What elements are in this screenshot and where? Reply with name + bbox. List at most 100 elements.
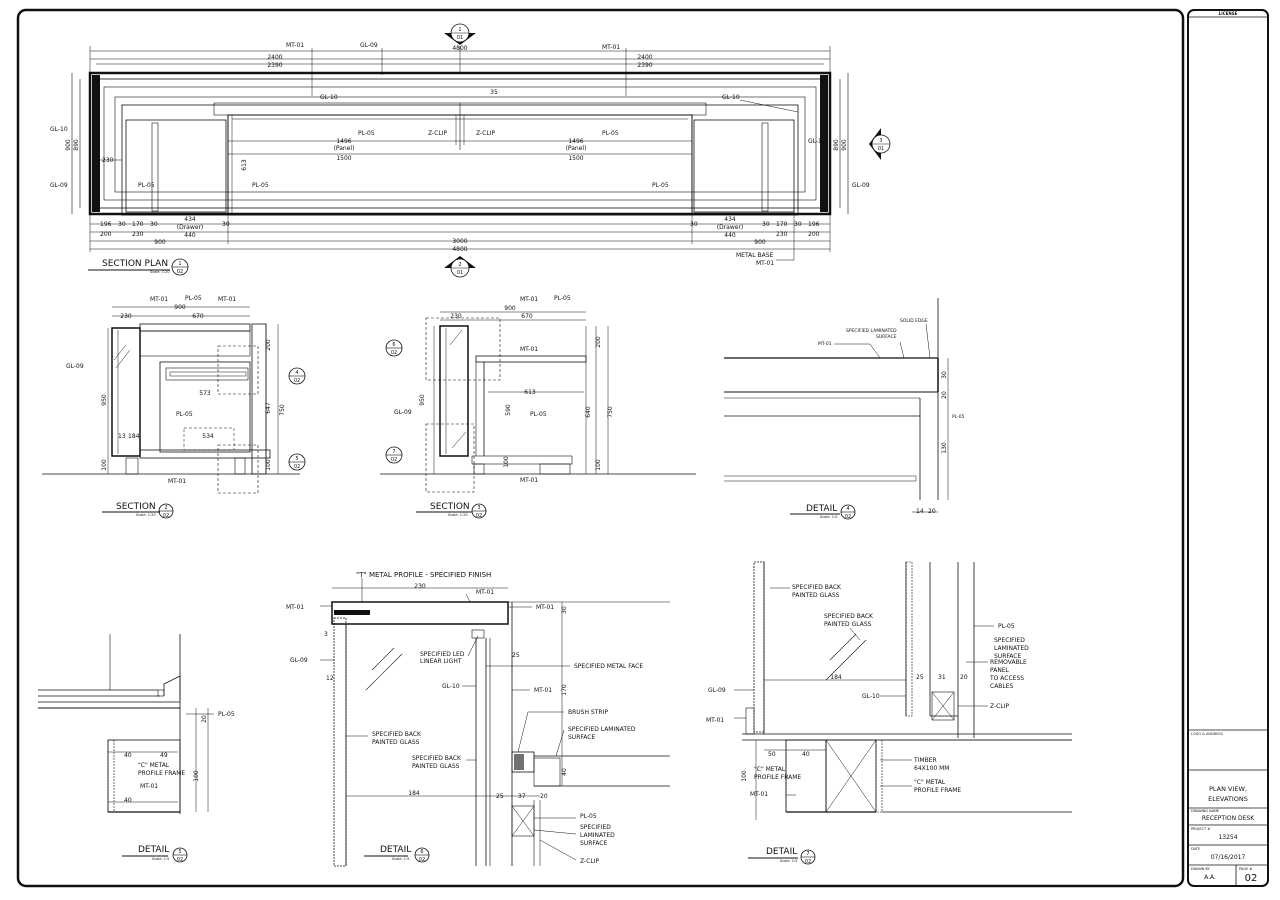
- svg-text:900: 900: [504, 305, 516, 312]
- plan-dim: 170: [776, 221, 788, 228]
- svg-text:900: 900: [174, 304, 186, 311]
- svg-text:20: 20: [960, 674, 968, 681]
- plan-dim: 4800: [452, 45, 467, 52]
- detail-callout-6[interactable]: 6 02: [385, 339, 403, 357]
- section-3-ref-circle: 3 02: [471, 503, 487, 519]
- plan-dim: (Drawer): [177, 224, 204, 231]
- svg-text:4: 4: [295, 370, 298, 376]
- svg-text:670: 670: [521, 313, 533, 320]
- svg-text:02: 02: [845, 514, 851, 520]
- section-callout-bottom[interactable]: 2 01: [444, 256, 476, 278]
- svg-text:SOLID EDGE: SOLID EDGE: [900, 318, 928, 324]
- svg-text:5: 5: [295, 456, 298, 462]
- svg-text:130: 130: [941, 442, 948, 454]
- sheet-title-line2: ELEVATIONS: [1208, 795, 1248, 803]
- svg-text:BRUSH STRIP: BRUSH STRIP: [568, 709, 608, 716]
- plan-tag: GL-10: [50, 126, 68, 133]
- detail-callout-5[interactable]: 5 02: [288, 453, 306, 471]
- plan-dim: 30: [762, 221, 770, 228]
- section-callout-top[interactable]: 1 01: [444, 23, 476, 45]
- section-2-labels: MT-01 PL-05 MT-01 900 230 670 GL-09 573 …: [66, 295, 306, 519]
- plan-dim: 890: [833, 139, 840, 151]
- svg-text:640: 640: [585, 406, 592, 418]
- svg-text:40: 40: [124, 752, 132, 759]
- sheet-title-line1: PLAN VIEW,: [1209, 785, 1247, 793]
- svg-text:MT-01: MT-01: [750, 791, 768, 798]
- svg-text:02: 02: [177, 269, 183, 275]
- plan-dim: 200: [808, 231, 820, 238]
- plan-dim: 434: [724, 216, 736, 223]
- svg-text:SURFACE: SURFACE: [994, 653, 1021, 660]
- plan-tag: Z-CLIP: [428, 130, 447, 137]
- svg-text:MT-01: MT-01: [520, 346, 538, 353]
- plan-dim: 440: [724, 232, 736, 239]
- svg-text:02: 02: [805, 859, 811, 865]
- svg-text:Scale: 1:5: Scale: 1:5: [392, 857, 409, 861]
- page-number: 02: [1245, 873, 1258, 884]
- svg-text:REMOVABLE: REMOVABLE: [990, 659, 1027, 666]
- plan-dim: 613: [241, 159, 248, 171]
- svg-text:230: 230: [120, 313, 132, 320]
- svg-text:MT-01: MT-01: [520, 477, 538, 484]
- detail-callout-7[interactable]: 7 02: [385, 446, 403, 464]
- svg-text:02: 02: [294, 378, 300, 384]
- plan-dim: 35: [490, 89, 498, 96]
- plan-tag: PL-05: [602, 130, 619, 137]
- svg-text:Scale: 1:20: Scale: 1:20: [448, 513, 468, 517]
- drawing-border: [16, 8, 1185, 888]
- svg-text:Scale: 1:5: Scale: 1:5: [152, 857, 169, 861]
- svg-text:3: 3: [324, 631, 328, 638]
- svg-text:PAINTED GLASS: PAINTED GLASS: [412, 763, 460, 770]
- svg-text:PAINTED GLASS: PAINTED GLASS: [372, 739, 420, 746]
- svg-text:14: 14: [916, 508, 924, 515]
- svg-text:MT-01: MT-01: [520, 296, 538, 303]
- plan-dim: 1500: [336, 155, 351, 162]
- plan-dim: 440: [184, 232, 196, 239]
- svg-text:30: 30: [941, 371, 948, 379]
- svg-text:200: 200: [265, 339, 272, 351]
- plan-tag: GL-09: [50, 182, 68, 189]
- svg-text:100: 100: [193, 770, 200, 782]
- plan-dim: 434: [184, 216, 196, 223]
- svg-text:1: 1: [458, 27, 461, 33]
- svg-text:MT-01: MT-01: [140, 783, 158, 790]
- svg-text:950: 950: [101, 394, 108, 406]
- svg-text:12: 12: [326, 675, 334, 682]
- license-label: LICENSE: [1219, 11, 1238, 16]
- plan-dim: 30: [690, 221, 698, 228]
- svg-text:02: 02: [391, 350, 397, 356]
- plan-dim: 200: [100, 231, 112, 238]
- svg-text:MT-01: MT-01: [286, 604, 304, 611]
- section-plan: [71, 46, 849, 261]
- detail-5-title: DETAIL: [138, 845, 169, 855]
- svg-text:SPECIFIED METAL FACE: SPECIFIED METAL FACE: [574, 663, 643, 670]
- drawn-by: A.A.: [1204, 874, 1216, 881]
- svg-text:750: 750: [279, 404, 286, 416]
- section-3-title: SECTION: [430, 502, 470, 512]
- svg-text:TO ACCESS: TO ACCESS: [989, 675, 1024, 682]
- plan-tag: PL-05: [252, 182, 269, 189]
- svg-text:20: 20: [941, 391, 948, 399]
- svg-text:PL-05: PL-05: [580, 813, 597, 820]
- svg-text:PL-05: PL-05: [530, 411, 547, 418]
- section-callout-right[interactable]: 3 01: [869, 128, 891, 160]
- detail-callout-4[interactable]: 4 02: [288, 367, 306, 385]
- detail-4-labels: SOLID EDGE SPECIFIED LAMINATED SURFACE M…: [790, 318, 965, 520]
- title-block: LICENSE LOGO & ADDRESS PLAN VIEW, ELEVAT…: [1188, 11, 1268, 886]
- svg-text:SPECIFIED BACK: SPECIFIED BACK: [824, 613, 874, 620]
- svg-text:MT-01: MT-01: [218, 296, 236, 303]
- section-3: [380, 311, 696, 493]
- svg-text:647: 647: [265, 402, 272, 414]
- plan-dim: 230: [776, 231, 788, 238]
- plan-dim: 2400: [267, 54, 282, 61]
- svg-text:MT-01: MT-01: [150, 296, 168, 303]
- svg-text:3: 3: [879, 138, 882, 144]
- svg-text:SURFACE: SURFACE: [876, 334, 897, 340]
- svg-text:25: 25: [512, 652, 520, 659]
- svg-text:PANEL: PANEL: [990, 667, 1010, 674]
- svg-text:MT-01: MT-01: [536, 604, 554, 611]
- detail-6: [320, 578, 670, 867]
- svg-text:PL-05: PL-05: [952, 414, 965, 420]
- svg-text:01: 01: [457, 35, 463, 41]
- project-number: 13254: [1218, 834, 1237, 841]
